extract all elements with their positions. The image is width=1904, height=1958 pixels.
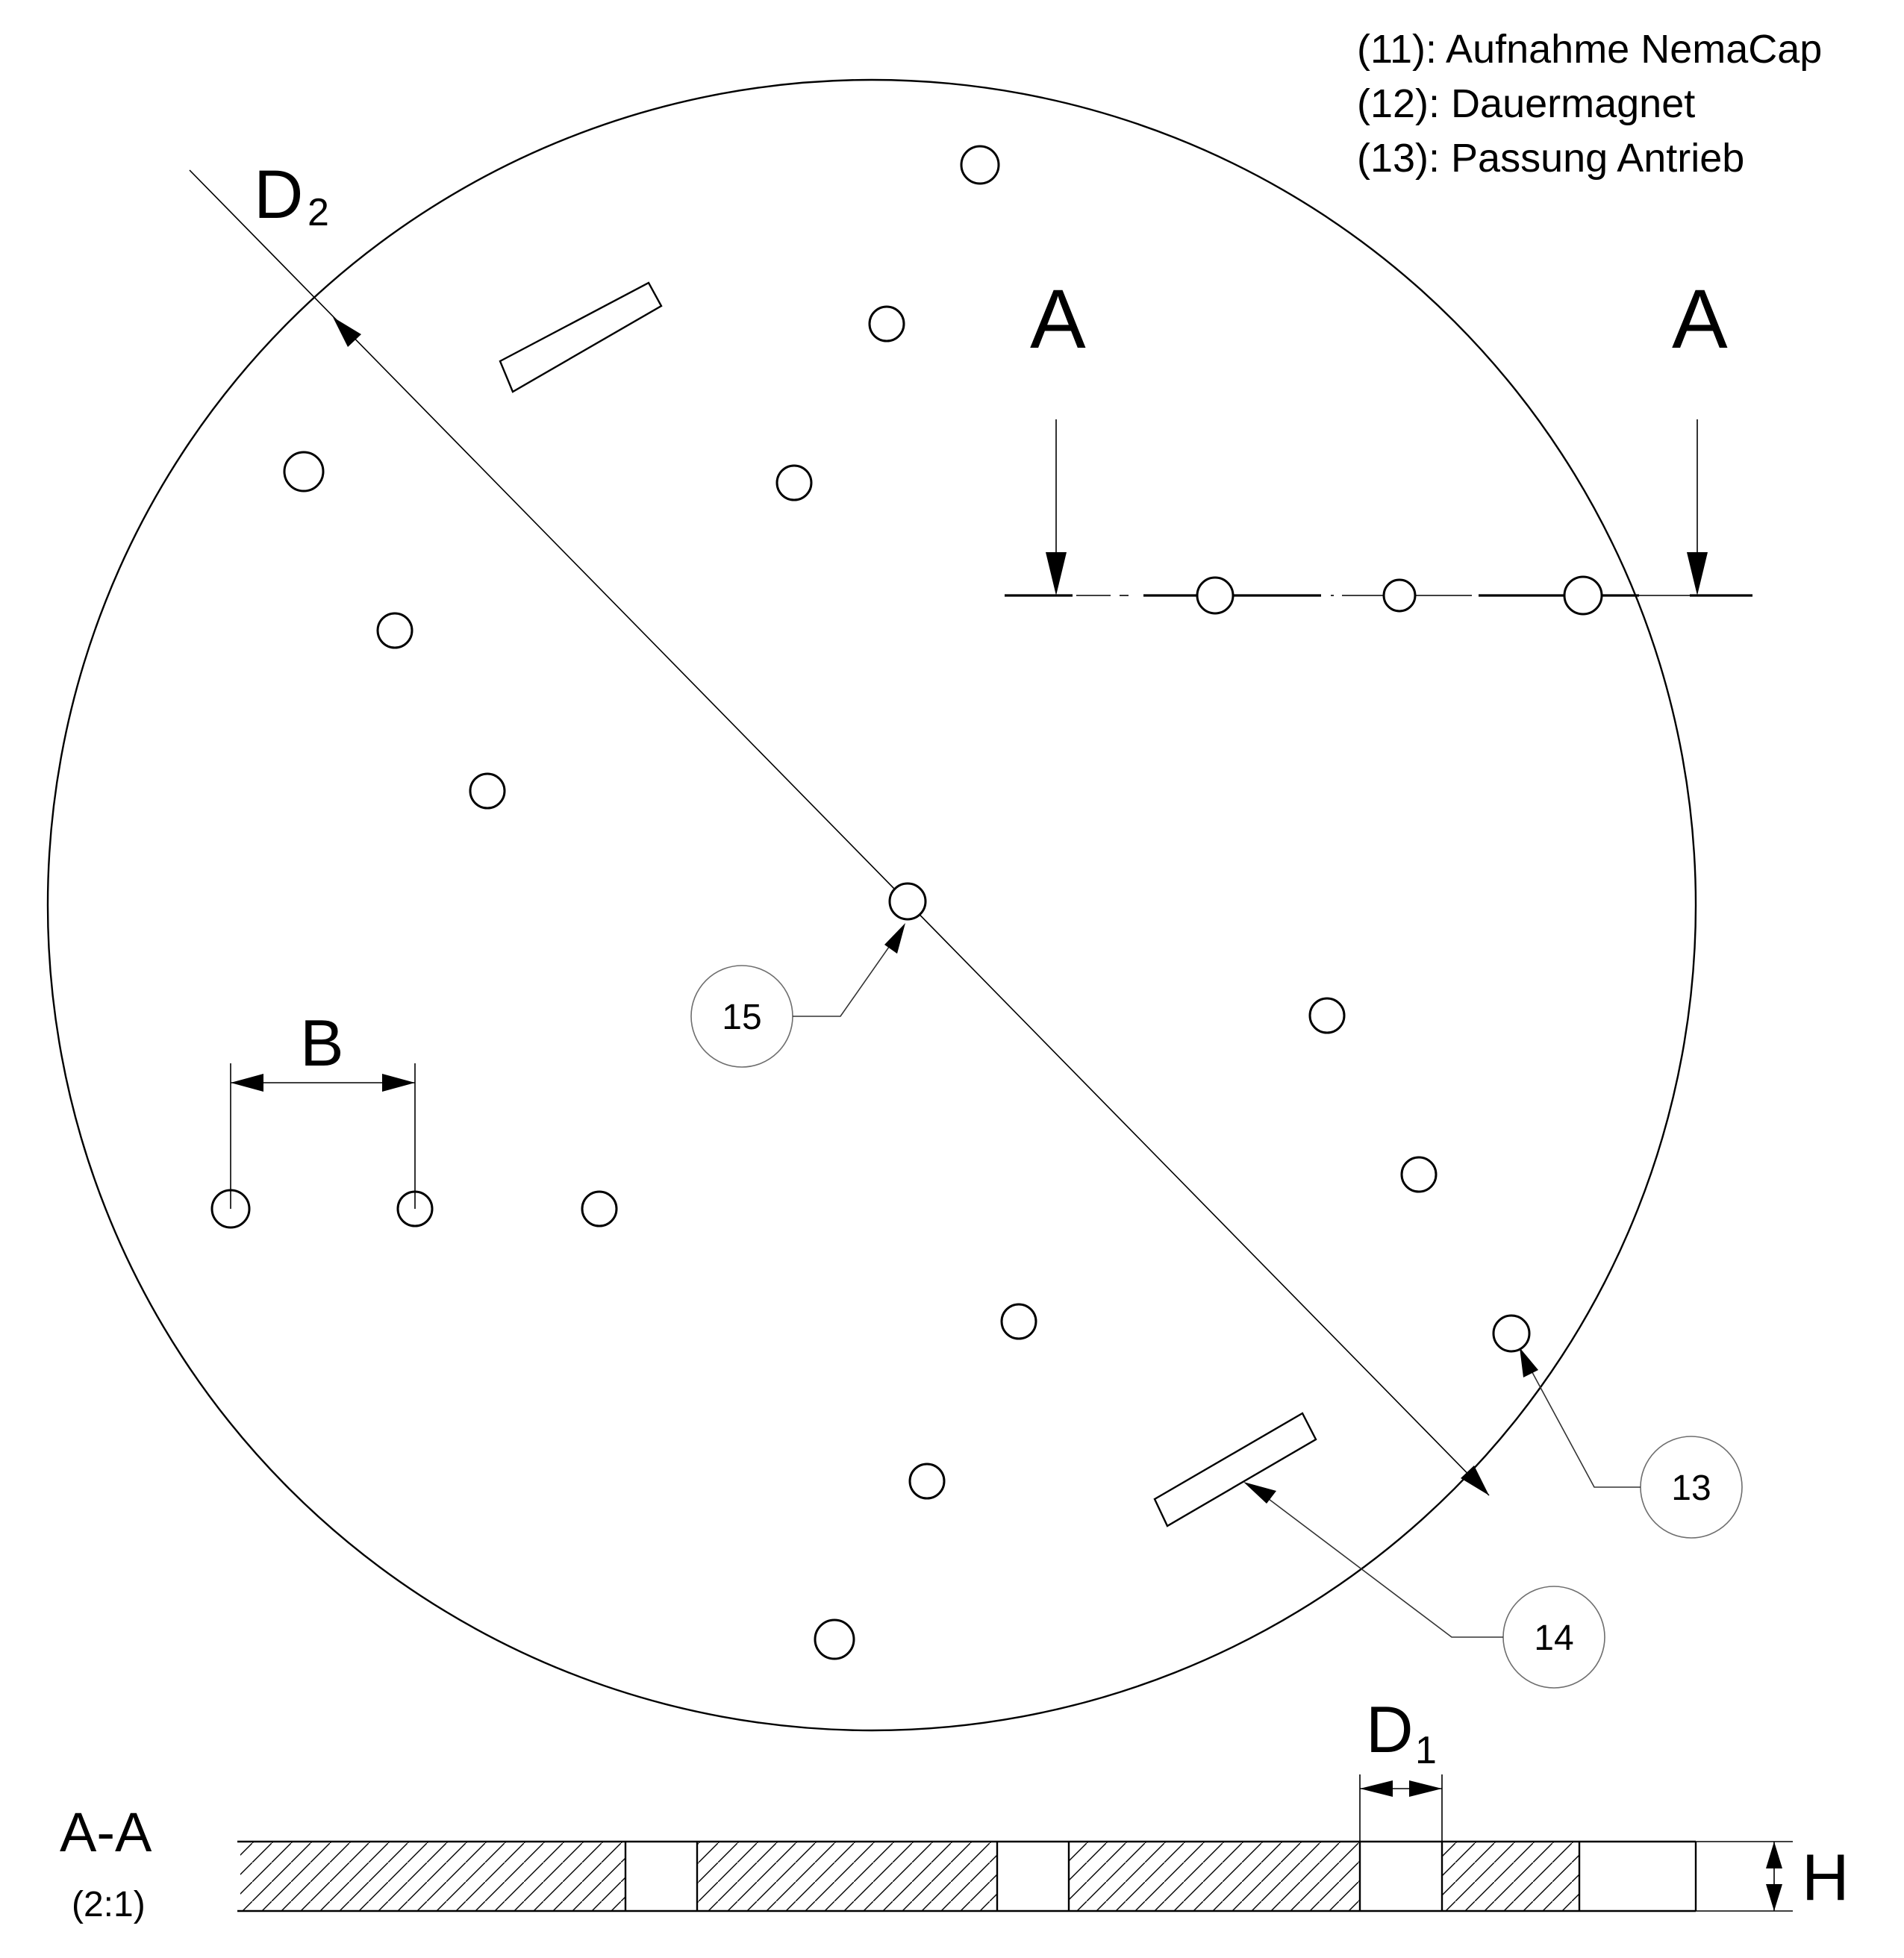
dimension-d2: D 2 xyxy=(189,157,1490,1496)
hole xyxy=(814,1618,855,1660)
callout-15: 15 xyxy=(690,923,905,1068)
arrow-d2-bottom xyxy=(1461,1466,1489,1495)
section-material xyxy=(240,1842,625,1911)
hole xyxy=(283,451,325,492)
hole xyxy=(1308,997,1346,1034)
legend-item-13: (13): Passung Antrieb xyxy=(1357,136,1744,181)
arrow-b-right xyxy=(382,1074,415,1092)
section-marker-left: A xyxy=(1030,272,1086,366)
section-material xyxy=(697,1842,997,1911)
section-material xyxy=(1442,1842,1579,1911)
hole xyxy=(960,145,1000,185)
section-view: A-A (2:1) D 1 H xyxy=(60,1692,1850,1924)
disc-outline xyxy=(46,78,1697,1732)
magnet-slot-lower xyxy=(1153,1412,1317,1527)
callout-number-14: 14 xyxy=(1534,1618,1573,1658)
hole xyxy=(775,464,813,501)
hole xyxy=(1000,1303,1037,1340)
callout-number-13: 13 xyxy=(1671,1468,1711,1508)
callout-14: 14 xyxy=(1243,1482,1605,1689)
label-b: B xyxy=(300,1006,344,1080)
hole-drive-fit xyxy=(1492,1314,1531,1353)
legend: (11): Aufnahme NemaCap (12): Dauermagnet… xyxy=(1357,27,1822,181)
arrow-callout-14 xyxy=(1243,1482,1276,1504)
section-arrow-right xyxy=(1687,552,1708,595)
arrow-d1-right xyxy=(1409,1780,1442,1797)
arrow-h-top xyxy=(1766,1842,1782,1868)
hole xyxy=(581,1190,618,1227)
arrow-callout-15 xyxy=(884,923,905,954)
label-d1: D xyxy=(1366,1692,1414,1766)
section-material xyxy=(1069,1842,1360,1911)
arrow-d1-left xyxy=(1360,1780,1393,1797)
hole xyxy=(469,772,506,810)
arrow-callout-13 xyxy=(1520,1348,1538,1377)
label-d2-subscript: 2 xyxy=(308,191,329,234)
section-cut-line: A A xyxy=(1005,272,1752,616)
dimension-line-d2 xyxy=(189,169,1490,1496)
callout-13: 13 xyxy=(1520,1348,1743,1539)
section-arrow-left xyxy=(1046,552,1067,595)
hole xyxy=(376,612,413,649)
section-view-scale: (2:1) xyxy=(72,1885,146,1924)
label-d1-subscript: 1 xyxy=(1415,1729,1437,1772)
dimension-b: B xyxy=(230,1006,416,1209)
label-h: H xyxy=(1802,1840,1850,1914)
magnet-slot-upper xyxy=(499,281,663,393)
label-d2: D xyxy=(254,157,303,233)
hole xyxy=(1400,1156,1438,1193)
arrow-h-bottom xyxy=(1766,1884,1782,1911)
arrow-b-left xyxy=(231,1074,263,1092)
legend-item-11: (11): Aufnahme NemaCap xyxy=(1357,27,1822,72)
arrow-d2-top xyxy=(333,317,361,347)
hole-center xyxy=(888,882,927,921)
legend-item-12: (12): Dauermagnet xyxy=(1357,81,1695,126)
section-view-title: A-A xyxy=(60,1801,152,1863)
holes xyxy=(210,145,1531,1660)
hole xyxy=(868,305,905,343)
callout-number-15: 15 xyxy=(722,998,761,1037)
hole xyxy=(908,1463,946,1500)
section-marker-right: A xyxy=(1672,272,1728,366)
